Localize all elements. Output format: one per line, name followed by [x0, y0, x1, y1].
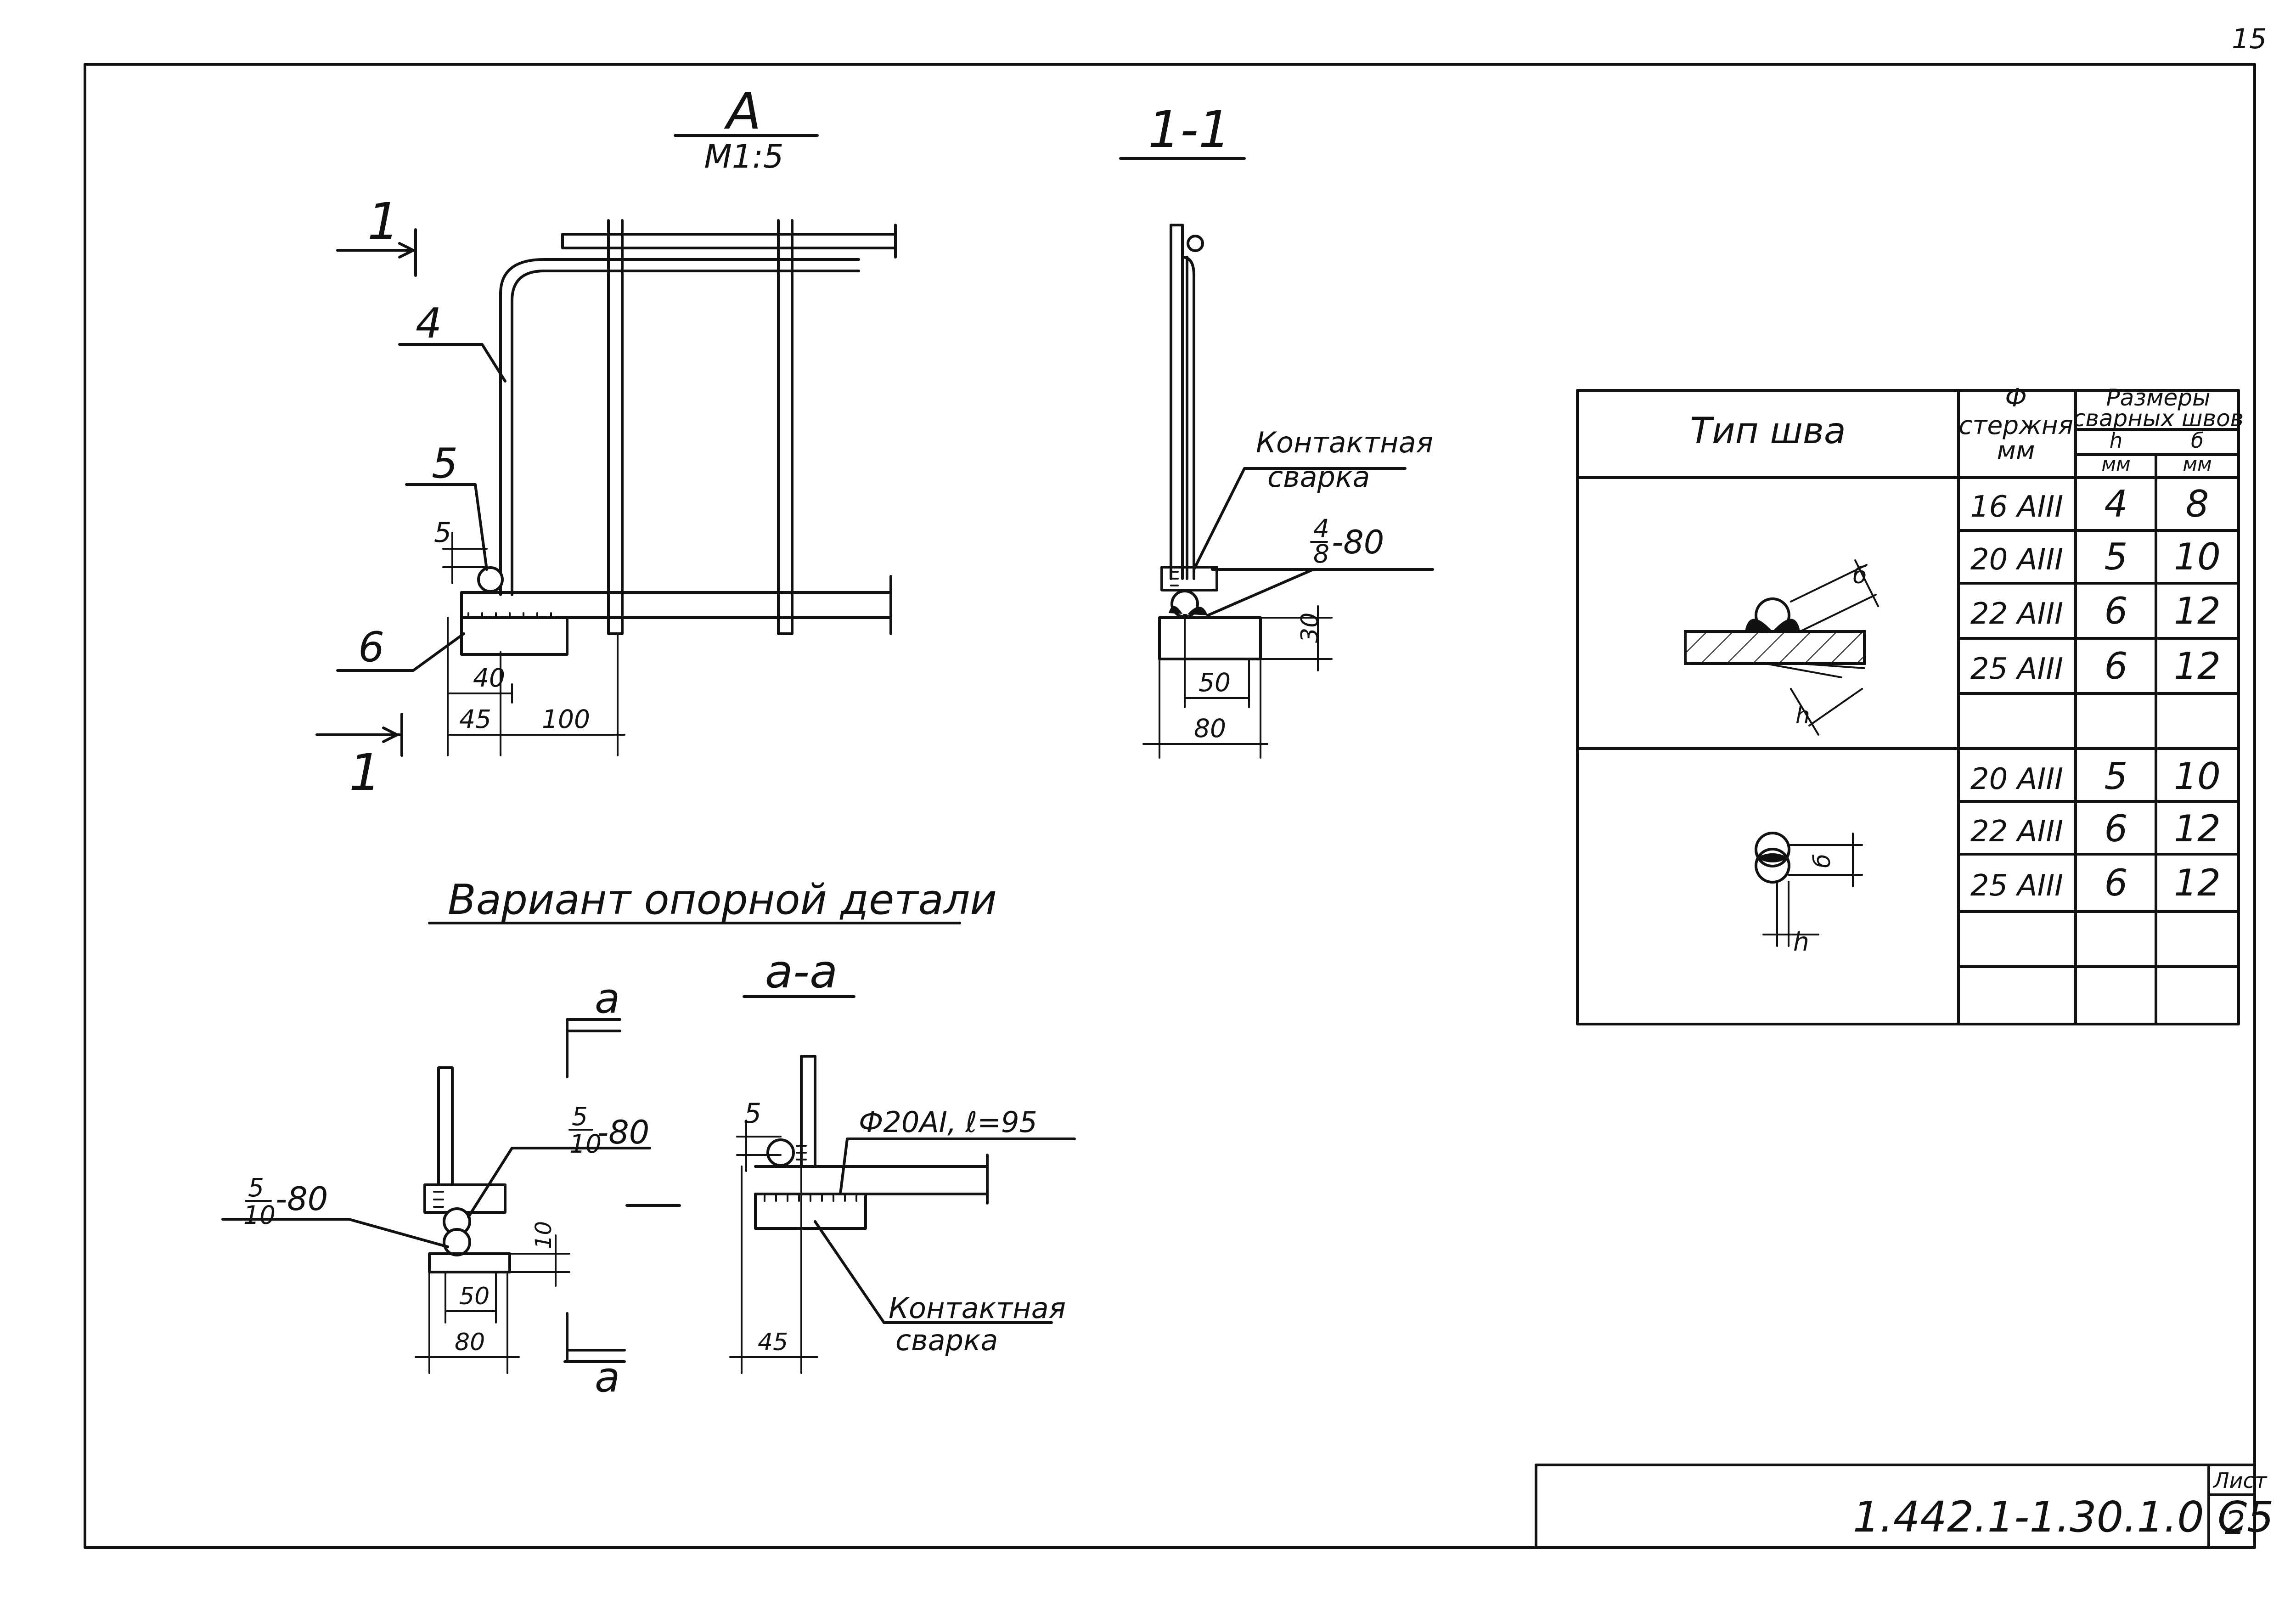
g2-r1-h: 5: [2105, 755, 2128, 798]
view-a-scale: М1:5: [704, 138, 783, 175]
g2-r2-h: 6: [2105, 807, 2128, 850]
header-h-mm: мм: [2101, 453, 2130, 475]
drawing-frame: [84, 63, 2256, 1549]
g2-r2-rod: 22 АIII: [1970, 815, 2063, 849]
g1-r3-rod: 22 АIII: [1970, 597, 2063, 631]
support-variant: Вариант опорной детали а-а а а 5 10 -80 …: [221, 876, 1076, 1402]
dim-100: 100: [542, 704, 590, 734]
cut-mark-1-bottom: 1: [349, 743, 381, 802]
dim-30: 30: [1296, 613, 1324, 643]
g1-r1-b: 8: [2186, 483, 2209, 525]
header-b: б: [2191, 428, 2204, 453]
weld-note-a-a-l2: сварка: [895, 1323, 998, 1357]
header-sizes-l1: Размеры: [2106, 384, 2210, 411]
dim-80-1-1: 80: [1194, 714, 1226, 743]
g2-r3-b: 12: [2174, 862, 2221, 904]
weld-size-den: 8: [1313, 539, 1329, 569]
header-h: h: [2110, 428, 2123, 453]
g1-r2-rod: 20 АIII: [1970, 543, 2063, 577]
section-1-1: 1-1 Контактная сварка 4 8 -80 30 50 80: [1119, 100, 1434, 759]
header-mm: мм: [1997, 436, 2035, 465]
weld-size-len: -80: [1332, 524, 1384, 561]
weld-note-a-a-l1: Контактная: [889, 1291, 1066, 1325]
sketch1-b: б: [1853, 562, 1867, 589]
weld-right-den: 10: [569, 1129, 602, 1159]
weld-right-len: -80: [597, 1114, 649, 1151]
dim-45: 45: [459, 704, 491, 734]
header-rod: стержня: [1958, 411, 2073, 440]
g1-r3-h: 6: [2105, 590, 2128, 632]
g1-r4-rod: 25 АIII: [1970, 652, 2063, 686]
g1-r4-h: 6: [2105, 645, 2128, 687]
weld-left-den: 10: [243, 1200, 276, 1230]
g1-r2-h: 5: [2105, 535, 2128, 578]
pos-6-label: 6: [358, 623, 384, 671]
weld-left-len: -80: [276, 1180, 328, 1218]
g1-r3-b: 12: [2174, 590, 2221, 632]
drawing-code: 1.442.1-1.30.1.0 С5: [1853, 1492, 2274, 1542]
header-b-mm: мм: [2183, 453, 2212, 475]
dim-50-1-1: 50: [1199, 668, 1231, 697]
dim-5: 5: [434, 517, 451, 549]
weld-right-num: 5: [572, 1102, 588, 1131]
sheet-number: 2: [2225, 1504, 2245, 1542]
dim-40: 40: [473, 663, 505, 693]
title-block: 1.442.1-1.30.1.0 С5 Лист 2: [1535, 1464, 2274, 1549]
weld-sketch-bars: б h: [1755, 832, 1863, 957]
view-a-title: А: [724, 82, 761, 141]
dim-80-small: 80: [455, 1329, 485, 1356]
dim-45-a-a: 45: [758, 1329, 788, 1356]
weld-size-num: 4: [1313, 514, 1329, 543]
g1-r2-b: 10: [2174, 535, 2221, 578]
header-phi: Ф: [2005, 383, 2026, 412]
view-a: А М1:5 1 1 4 5 6: [315, 82, 897, 802]
cut-mark-a-top: а: [595, 974, 620, 1023]
dim-50-small: 50: [459, 1283, 490, 1310]
g2-r3-rod: 25 АIII: [1970, 869, 2063, 903]
section-1-1-title: 1-1: [1148, 100, 1231, 159]
weld-note-1-1-l2: сварка: [1267, 460, 1370, 494]
weld-sketch-fillet: б h: [1684, 559, 1879, 736]
page-number: 15: [2232, 23, 2267, 55]
dim-10: 10: [531, 1221, 557, 1249]
weld-note-1-1-l1: Контактная: [1256, 426, 1433, 459]
header-sizes-l2: сварных швов: [2073, 405, 2244, 432]
weld-table: Тип шва Ф стержня мм Размеры сварных шво…: [1576, 383, 2244, 1025]
g2-r3-h: 6: [2105, 862, 2128, 904]
weld-left-num: 5: [248, 1173, 264, 1202]
g1-r1-h: 4: [2105, 483, 2128, 525]
pos-5-label: 5: [432, 439, 458, 488]
cut-mark-1-top: 1: [367, 192, 400, 251]
pos-4-label: 4: [416, 299, 442, 348]
sketch2-b: б: [1809, 854, 1835, 868]
sketch2-h: h: [1793, 927, 1809, 957]
sheet-label: Лист: [2212, 1468, 2268, 1493]
sketch1-h: h: [1795, 702, 1810, 729]
variant-title: Вариант опорной детали: [448, 876, 997, 924]
section-a-a-title: а-а: [765, 945, 838, 998]
header-type: Тип шва: [1690, 411, 1846, 452]
cut-mark-a-bottom: а: [595, 1353, 620, 1402]
dim-5-a-a: 5: [744, 1098, 761, 1130]
g2-r1-rod: 20 АIII: [1970, 762, 2063, 796]
g2-r2-b: 12: [2174, 807, 2221, 850]
g1-r1-rod: 16 АIII: [1970, 490, 2063, 524]
g1-r4-b: 12: [2174, 645, 2221, 687]
bar-note: Ф20АI, ℓ=95: [859, 1105, 1037, 1139]
g2-r1-b: 10: [2174, 755, 2221, 798]
